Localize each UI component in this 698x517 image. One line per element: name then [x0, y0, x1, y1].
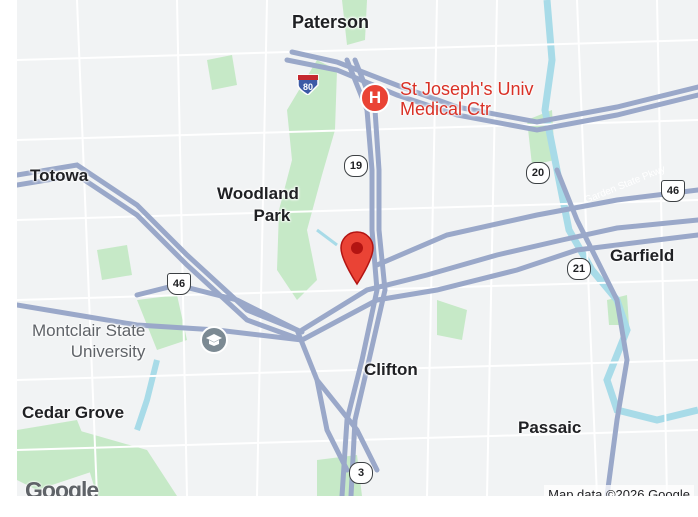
hospital-icon[interactable]: H — [360, 83, 390, 113]
route-21-shield: 21 — [567, 258, 591, 280]
map-base-layer — [17, 0, 698, 496]
us-46-west-shield: 46 — [167, 273, 191, 295]
hospital-label-line1: St Joseph's Univ — [400, 79, 534, 99]
interstate-shield-icon: 80 — [296, 73, 320, 95]
place-label-woodland-park: Woodland Park — [217, 183, 299, 227]
route-3-shield: 3 — [349, 462, 373, 484]
location-pin-icon[interactable] — [337, 230, 377, 286]
place-label-passaic: Passaic — [518, 418, 582, 437]
map-canvas[interactable]: Paterson Totowa Woodland Park Garfield C… — [17, 0, 698, 496]
place-label-cedar-grove: Cedar Grove — [22, 403, 125, 422]
route-20-shield: 20 — [526, 162, 550, 184]
water-features — [134, 0, 698, 431]
woodland-park-line1: Woodland — [217, 184, 299, 203]
poi-label-university[interactable]: Montclair State University — [32, 320, 145, 362]
place-label-totowa: Totowa — [30, 166, 89, 185]
interstate-80-number: 80 — [303, 82, 313, 92]
route-19-shield: 19 — [344, 155, 368, 177]
graduation-cap-icon[interactable] — [200, 326, 228, 354]
poi-label-hospital[interactable]: St Joseph's Univ Medical Ctr — [400, 79, 534, 119]
university-label-line2: University — [70, 342, 146, 361]
place-label-paterson: Paterson — [292, 12, 370, 32]
map-attribution[interactable]: Map data ©2026 Google — [544, 485, 694, 496]
google-logo: Google — [25, 477, 99, 496]
us-46-east-shield: 46 — [661, 180, 685, 202]
highways — [17, 49, 698, 496]
place-label-clifton: Clifton — [364, 360, 418, 379]
woodland-park-line2: Park — [253, 206, 291, 225]
place-label-garfield: Garfield — [610, 246, 675, 265]
hospital-label-line2: Medical Ctr — [400, 99, 492, 119]
park-areas — [17, 0, 629, 496]
university-label-line1: Montclair State — [32, 321, 146, 340]
local-roads — [17, 0, 698, 496]
